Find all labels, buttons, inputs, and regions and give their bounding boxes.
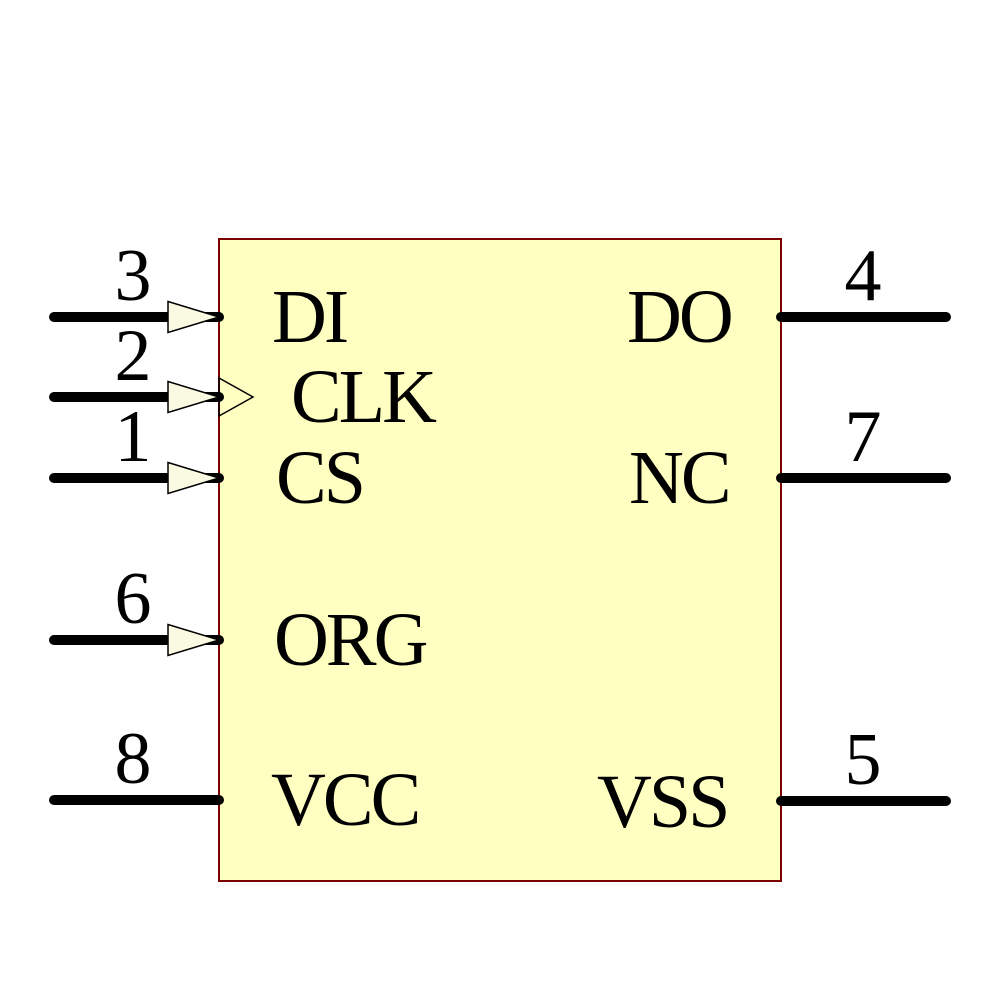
pin-label-vss: VSS xyxy=(597,760,730,844)
pin-label-di: DI xyxy=(272,275,349,359)
pin-1-cs xyxy=(49,461,224,495)
pin-label-cs: CS xyxy=(276,436,366,520)
input-arrow-icon xyxy=(167,300,222,334)
pin-2-clk xyxy=(49,376,255,418)
input-arrow-icon xyxy=(167,461,222,495)
pin-3-di xyxy=(49,300,224,334)
input-arrow-icon xyxy=(167,380,222,414)
pin-number-8: 8 xyxy=(114,718,152,800)
pin-label-vcc: VCC xyxy=(271,758,421,842)
clock-indicator-icon xyxy=(218,376,255,418)
pin-label-org: ORG xyxy=(274,598,428,682)
pin-number-3: 3 xyxy=(114,235,152,317)
pin-number-5: 5 xyxy=(844,719,882,801)
chip-body xyxy=(218,238,782,882)
pin-label-nc: NC xyxy=(629,436,732,520)
pin-6-org xyxy=(49,623,224,657)
pin-label-clk: CLK xyxy=(291,355,437,439)
input-arrow-icon xyxy=(167,623,222,657)
pin-number-4: 4 xyxy=(844,235,882,317)
pin-number-2: 2 xyxy=(114,315,152,397)
pin-number-6: 6 xyxy=(114,558,152,640)
pin-number-7: 7 xyxy=(844,396,882,478)
pin-number-1: 1 xyxy=(114,396,152,478)
pin-label-do: DO xyxy=(627,275,734,359)
